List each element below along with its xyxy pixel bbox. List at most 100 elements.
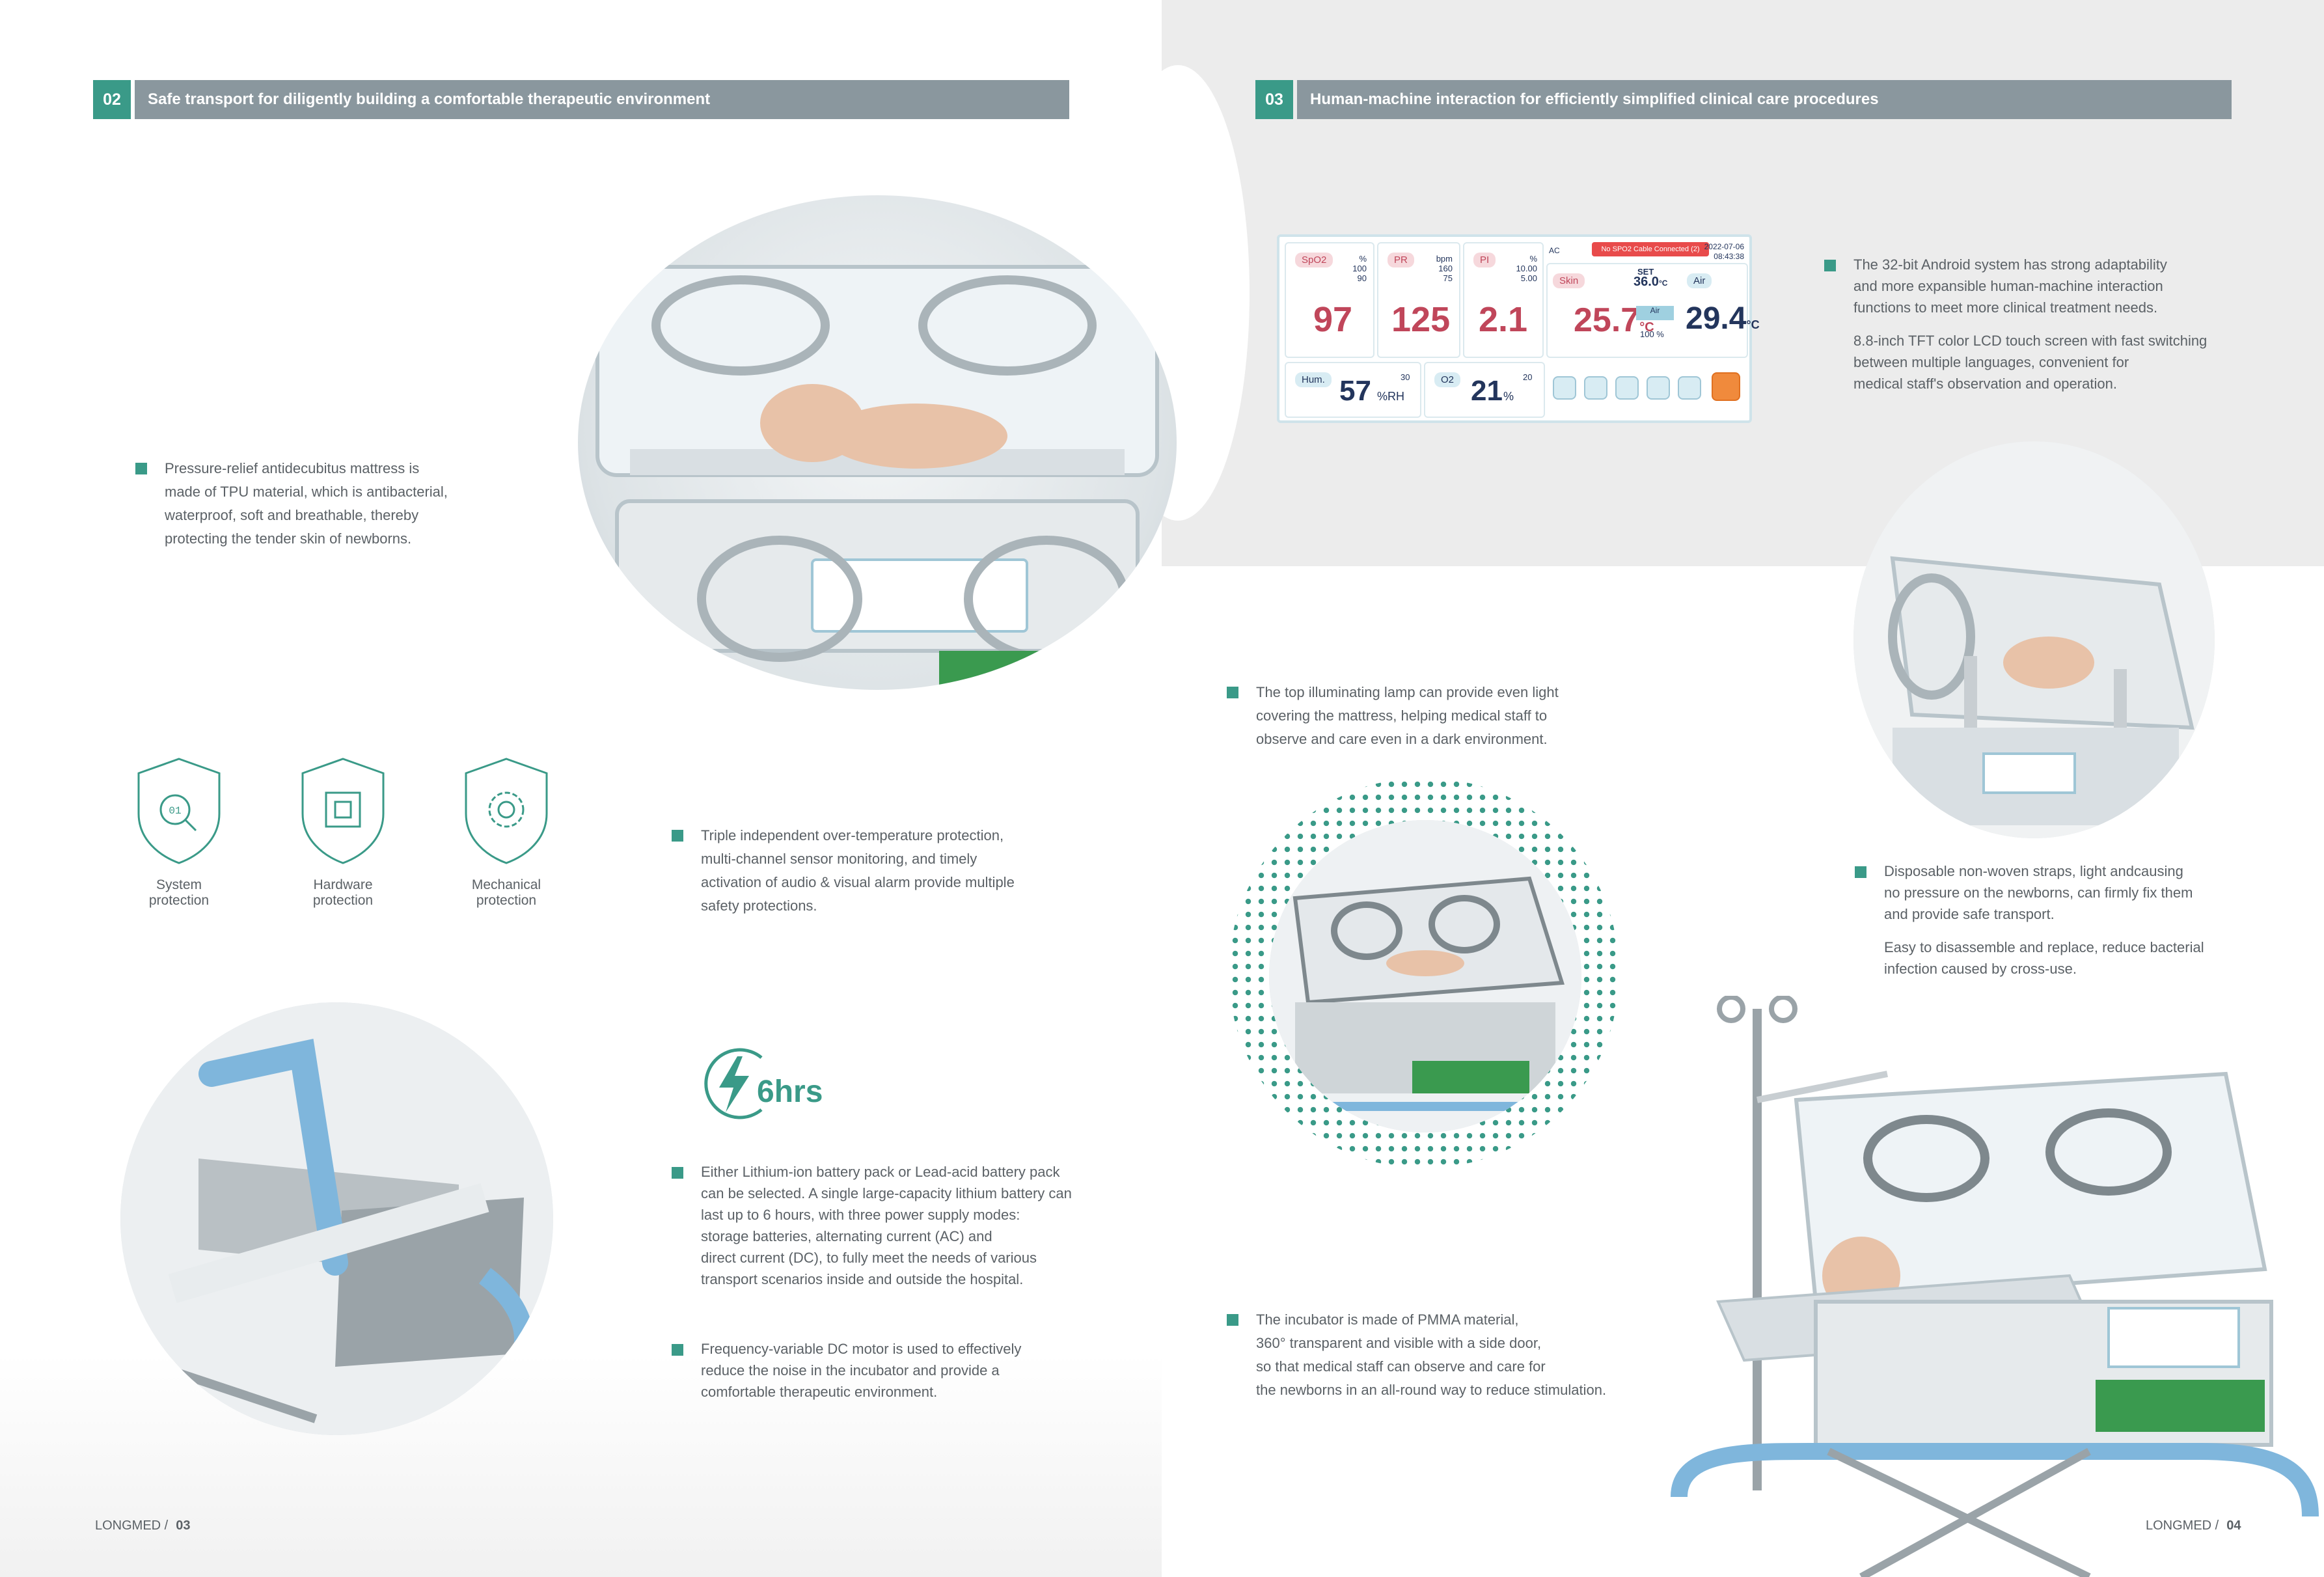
- set-label: SET: [1637, 267, 1654, 277]
- bullet-square-icon: [1824, 260, 1836, 271]
- straps-illustration: [1853, 441, 2215, 838]
- android-feature: The 32-bit Android system has strong ada…: [1824, 254, 2270, 394]
- svg-text:01: 01: [169, 805, 181, 817]
- spo2-value: 97: [1313, 300, 1353, 339]
- shield-label: Mechanical protection: [471, 877, 541, 908]
- bullet-square-icon: [672, 830, 683, 842]
- humidity-panel: Hum. 57 %RH 30: [1285, 362, 1421, 418]
- air-value: 29.4°C: [1686, 301, 1760, 336]
- o2-unit: %: [1503, 390, 1514, 403]
- bullet-square-icon: [135, 463, 147, 474]
- hum-value: 57: [1339, 375, 1371, 407]
- section-title: Safe transport for diligently building a…: [135, 80, 1069, 119]
- section-header-03: 03 Human-machine interaction for efficie…: [1255, 80, 2232, 119]
- lightning-bolt-icon: [704, 1048, 763, 1119]
- incubator-top-view-photo: [578, 195, 1177, 690]
- section-title: Human-machine interaction for efficientl…: [1297, 80, 2232, 119]
- overtemp-feature: Triple independent over-temperature prot…: [672, 824, 1104, 918]
- o2-set: 20: [1523, 372, 1533, 382]
- bullet-square-icon: [1855, 866, 1866, 878]
- incubator-full-illustration: [1671, 994, 2319, 1577]
- straps-hygiene-text: Easy to disassemble and replace, reduce …: [1884, 939, 2204, 977]
- skin-value: 25.7°C: [1574, 301, 1654, 339]
- pr-label: PR: [1388, 253, 1414, 267]
- hum-label: Hum.: [1295, 372, 1332, 387]
- motor-feature: Frequency-variable DC motor is used to e…: [672, 1338, 1124, 1403]
- page-number: 03: [176, 1518, 191, 1533]
- shield-chip-icon: [301, 758, 385, 864]
- lamp-feature: The top illuminating lamp can provide ev…: [1227, 681, 1673, 751]
- battery-text: Either Lithium-ion battery pack or Lead-…: [701, 1164, 1072, 1287]
- set-mode: Air: [1636, 306, 1674, 320]
- bullet-square-icon: [672, 1167, 683, 1179]
- android-text: The 32-bit Android system has strong ada…: [1853, 256, 2167, 316]
- straps-feature: Disposable non-woven straps, light andca…: [1855, 860, 2275, 980]
- incubator-top-illustration: [595, 265, 1159, 690]
- shield-label: System protection: [148, 877, 210, 908]
- battery-duration-badge: 6hrs: [700, 1045, 843, 1123]
- air-label: Air: [1687, 273, 1712, 288]
- pi-label: PI: [1473, 253, 1496, 267]
- pmma-feature: The incubator is made of PMMA material, …: [1227, 1308, 1673, 1402]
- right-footer: LONGMED / 04: [2146, 1518, 2241, 1533]
- left-page-bottom-fade: [0, 1354, 1162, 1577]
- hum-set: 30: [1401, 372, 1410, 382]
- o2-panel: O2 21 % 20: [1424, 362, 1545, 418]
- chassis-detail-photo: [120, 1002, 553, 1435]
- side-door-incubator-photo: [1269, 820, 1581, 1132]
- pi-value: 2.1: [1479, 300, 1528, 339]
- shield-label: Hardware protection: [312, 877, 374, 908]
- footer-brand: LONGMED /: [95, 1518, 169, 1533]
- battery-hours: 6hrs: [757, 1075, 823, 1109]
- footer-brand: LONGMED /: [2146, 1518, 2219, 1533]
- straps-detail-photo: [1853, 441, 2215, 838]
- straps-text: Disposable non-woven straps, light andca…: [1884, 863, 2193, 922]
- bullet-square-icon: [1227, 687, 1238, 698]
- temperature-panel: Skin 25.7°C SET 36.0°C Air 100 % Air 29.…: [1546, 263, 1760, 358]
- lcd-text: 8.8-inch TFT color LCD touch screen with…: [1853, 333, 2208, 392]
- o2-value: 21: [1471, 375, 1503, 407]
- set-percent: 100 %: [1640, 329, 1664, 339]
- mattress-text: Pressure-relief antidecubitus mattress i…: [165, 460, 448, 547]
- section-header-02: 02 Safe transport for diligently buildin…: [93, 80, 1069, 119]
- pmma-text: The incubator is made of PMMA material, …: [1256, 1311, 1607, 1398]
- left-footer: LONGMED / 03: [95, 1518, 191, 1533]
- alarm-banner: No SPO2 Cable Connected (2): [1592, 242, 1709, 256]
- alarm-button[interactable]: [1712, 372, 1740, 401]
- spo2-label: SpO2: [1295, 253, 1333, 267]
- power-source: AC: [1549, 246, 1560, 255]
- trend-button[interactable]: [1584, 376, 1607, 400]
- mute-button[interactable]: [1678, 376, 1701, 400]
- section-number: 02: [93, 80, 131, 119]
- skin-label: Skin: [1553, 273, 1585, 288]
- system-protection-item: 01 System protection: [120, 755, 238, 909]
- mattress-feature: Pressure-relief antidecubitus mattress i…: [135, 457, 529, 551]
- bullet-square-icon: [1227, 1314, 1238, 1326]
- motor-text: Frequency-variable DC motor is used to e…: [701, 1341, 1022, 1400]
- set-temp: 36.0°C: [1634, 275, 1668, 289]
- lamp-text: The top illuminating lamp can provide ev…: [1256, 684, 1559, 747]
- shield-data-icon: 01: [137, 758, 221, 864]
- section-number: 03: [1255, 80, 1293, 119]
- settings-button[interactable]: [1615, 376, 1639, 400]
- menu-button[interactable]: [1553, 376, 1576, 400]
- shield-gear-icon: [465, 758, 548, 864]
- full-incubator-photo: [1666, 994, 2324, 1577]
- side-door-illustration: [1269, 820, 1581, 1132]
- hum-unit: %RH: [1377, 390, 1405, 403]
- battery-feature: Either Lithium-ion battery pack or Lead-…: [672, 1161, 1156, 1290]
- page-number: 04: [2226, 1518, 2241, 1533]
- lock-button[interactable]: [1647, 376, 1670, 400]
- o2-label: O2: [1434, 372, 1461, 387]
- hardware-protection-item: Hardware protection: [284, 755, 402, 909]
- overtemp-text: Triple independent over-temperature prot…: [701, 827, 1015, 914]
